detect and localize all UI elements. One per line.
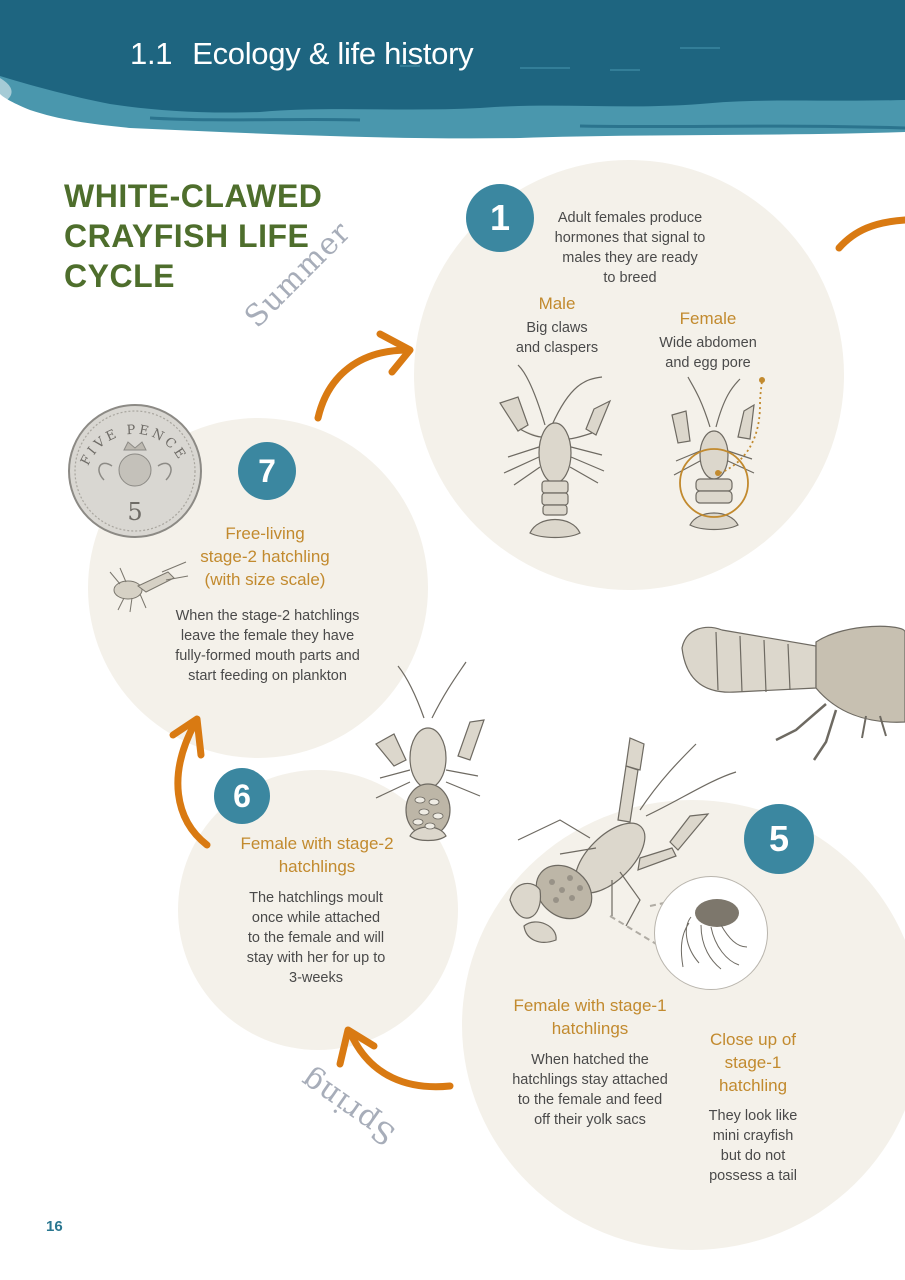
stage-7-heading: Free-living stage-2 hatchling (with size… xyxy=(200,524,330,589)
stage-5-badge: 5 xyxy=(744,804,814,874)
section-title: 1.1 Ecology & life history xyxy=(130,36,474,72)
arrow-stage7-to-stage1-icon xyxy=(314,330,414,422)
five-pence-coin-illustration: FIVE PENCE 5 xyxy=(68,404,202,538)
section-title-text: Ecology & life history xyxy=(192,36,474,71)
arrow-stage6-to-stage7-icon xyxy=(169,715,211,849)
stage-1-hatchling-closeup-illustration xyxy=(680,899,748,970)
stage-5-closeup-heading: Close up of stage-1 hatchling xyxy=(710,1030,796,1095)
stage-7-badge: 7 xyxy=(238,442,296,500)
brush-stroke-banner xyxy=(0,0,905,139)
large-crayfish-side-illustration xyxy=(681,625,905,761)
stage-5-closeup-description: They look like mini crayfish but do not … xyxy=(708,1108,798,1184)
stage-2-hatchling-illustration xyxy=(109,561,189,613)
header-banner xyxy=(0,0,905,145)
stage-1-male-heading: Male xyxy=(538,294,576,313)
stage-5-main-description: When hatched the hatchlings stay attache… xyxy=(512,1052,668,1128)
female-with-stage-2-hatchlings-illustration xyxy=(375,661,485,842)
page-title-line3: CYCLE xyxy=(64,258,175,294)
page-title-line1: WHITE-CLAWED xyxy=(64,178,323,214)
female-crayfish-illustration xyxy=(671,376,765,531)
stage-1-badge: 1 xyxy=(466,184,534,252)
stage-5-main-heading: Female with stage-1 hatchlings xyxy=(513,996,667,1038)
page-number: 16 xyxy=(46,1218,63,1235)
stage-1-female-heading: Female xyxy=(679,309,737,328)
page-title: WHITE-CLAWED CRAYFISH LIFE CYCLE xyxy=(64,176,364,296)
stage-1-hatchling-closeup xyxy=(654,876,768,990)
stage-1-male-text: Big claws and claspers xyxy=(515,320,599,356)
stage-6-heading: Female with stage-2 hatchlings xyxy=(240,834,394,876)
section-number: 1.1 xyxy=(130,36,173,71)
stage-7-description: When the stage-2 hatchlings leave the fe… xyxy=(175,608,360,684)
arrow-offpage-icon xyxy=(835,216,905,252)
stage-1-female-text: Wide abdomen and egg pore xyxy=(659,335,757,371)
arrow-stage5-to-stage6-icon xyxy=(336,1026,454,1091)
stage-6-badge: 6 xyxy=(214,768,270,824)
stage-1-description: Adult females produce hormones that sign… xyxy=(554,210,706,286)
stage-5-circle xyxy=(462,800,905,1250)
male-crayfish-illustration xyxy=(499,364,612,539)
page-title-line2: CRAYFISH LIFE xyxy=(64,218,310,254)
stage-6-description: The hatchlings moult once while attached… xyxy=(246,890,386,986)
coin-value: 5 xyxy=(127,498,142,526)
